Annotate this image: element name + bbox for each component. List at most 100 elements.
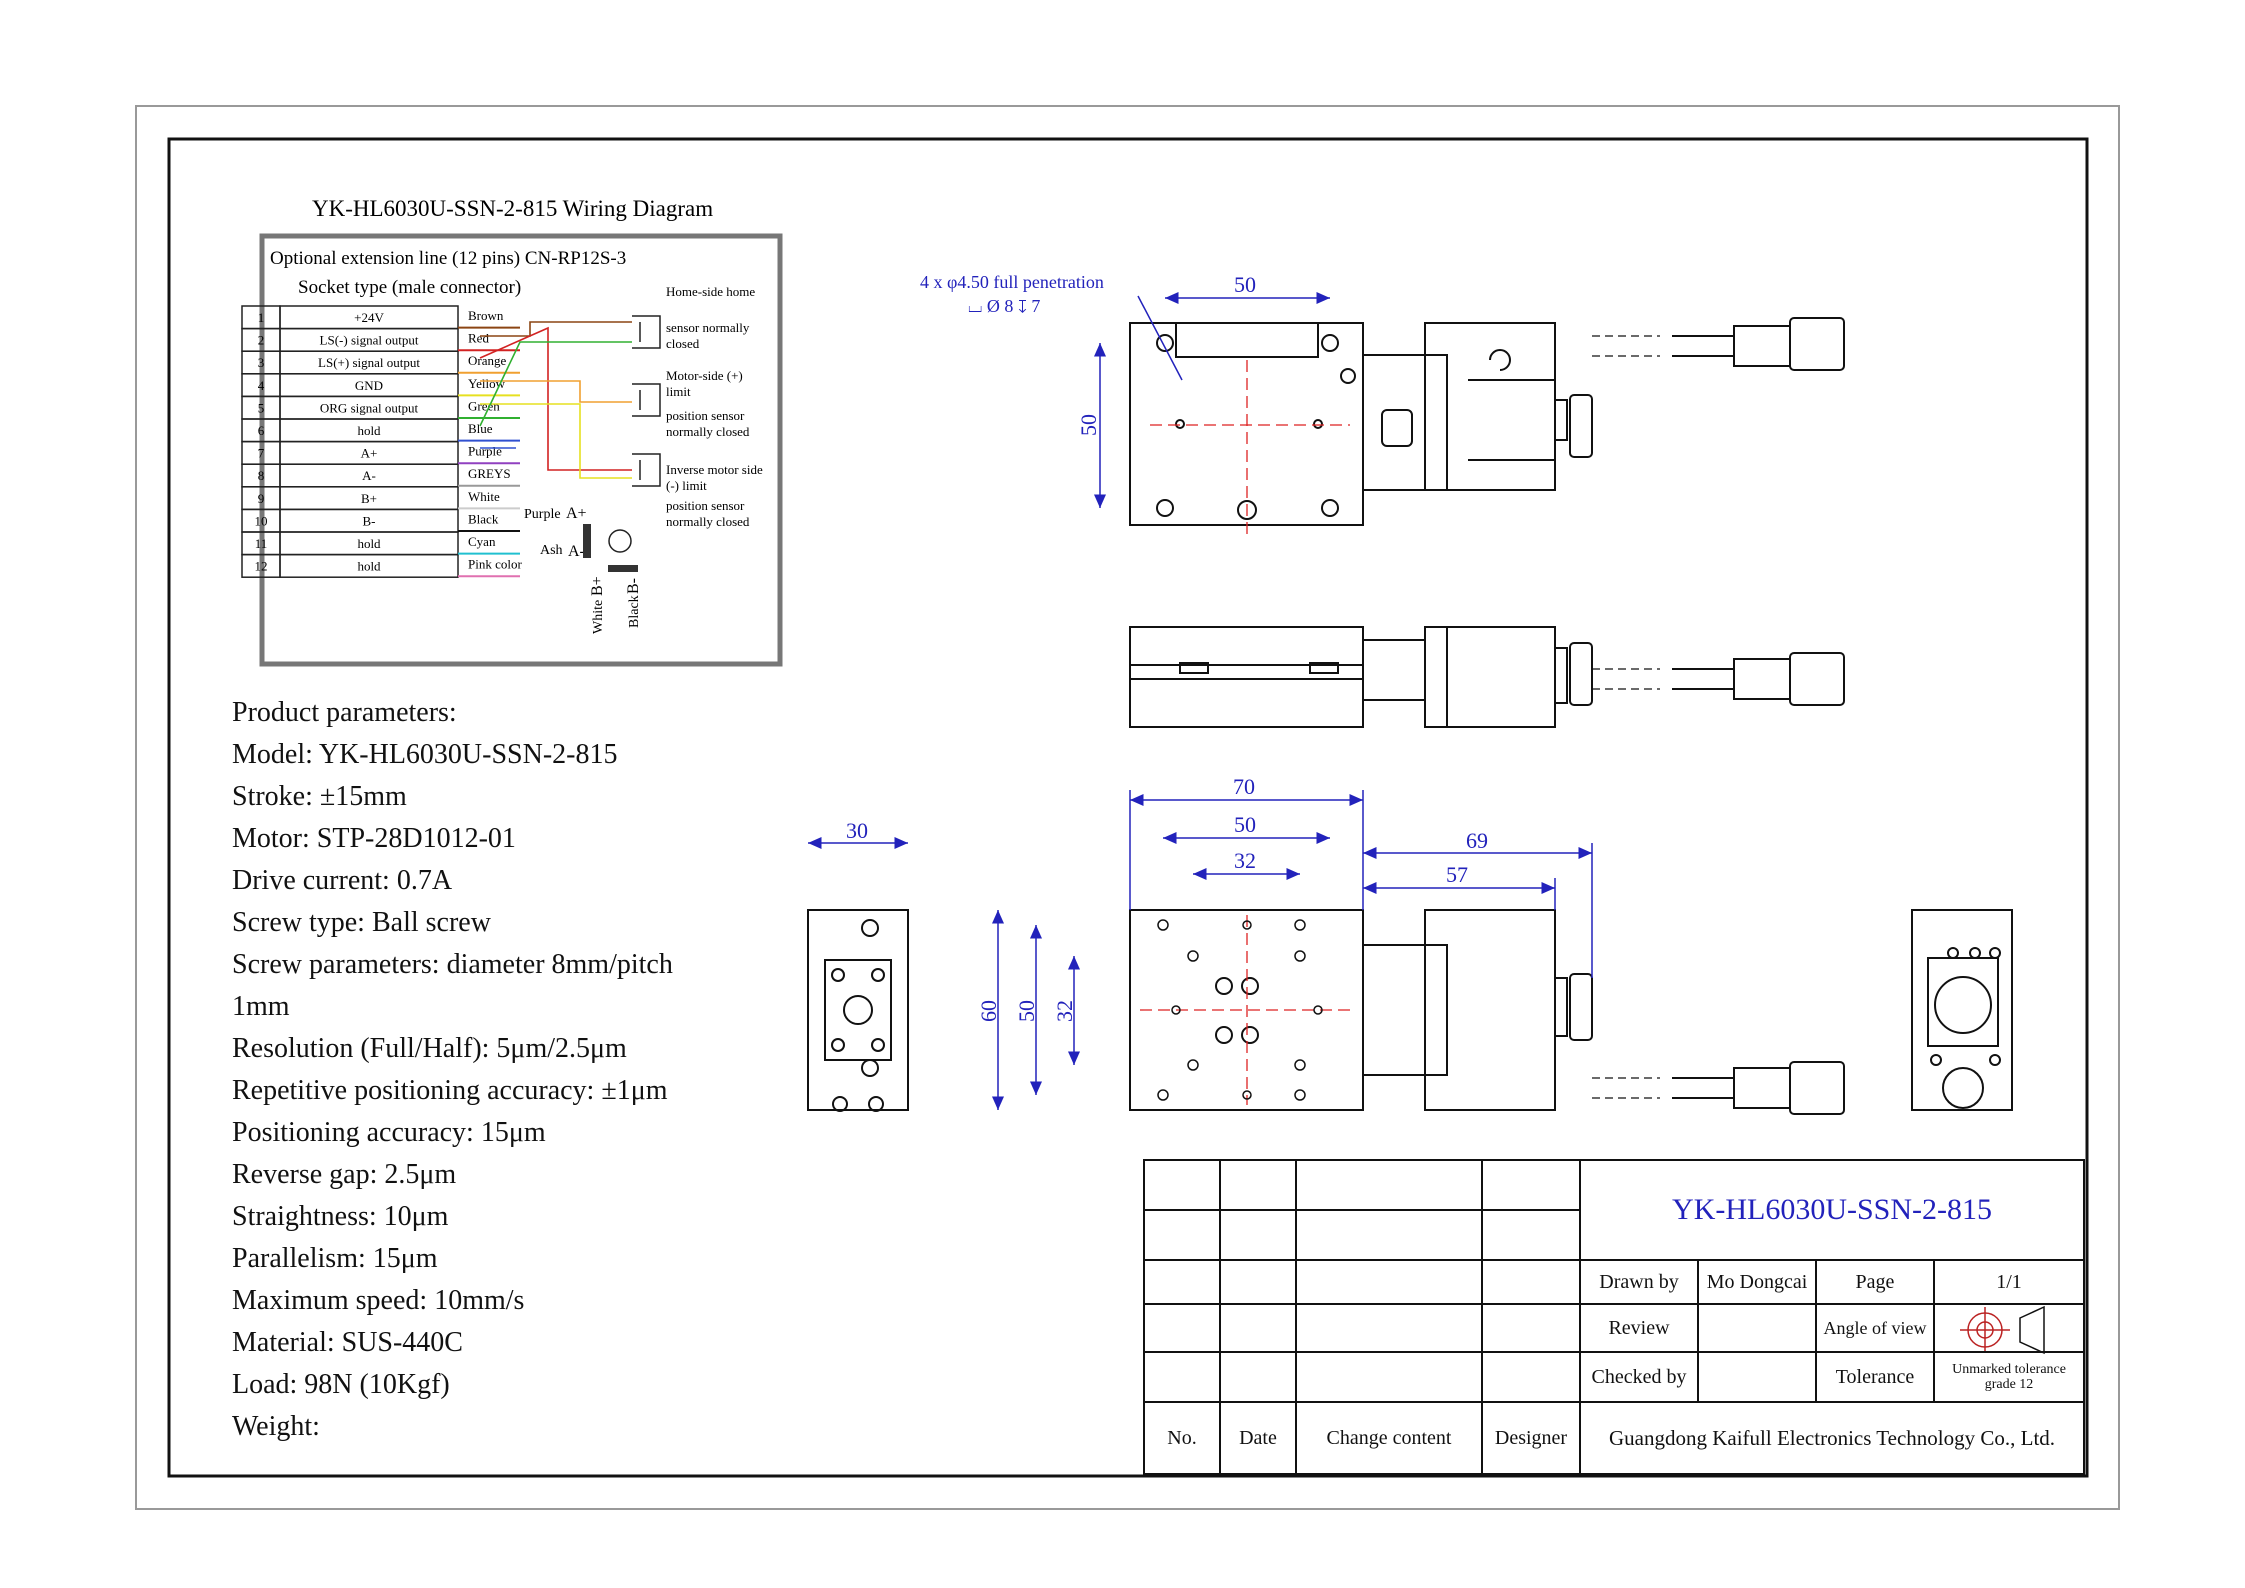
title-model: YK-HL6030U-SSN-2-815 [1578,1159,2086,1261]
sensor-neg-line3: position sensor [666,498,745,513]
right-end-view [1911,909,2013,1111]
pin-number: 8 [258,468,265,483]
pin-signal: GND [355,378,383,393]
wire-color-name: GREYS [468,466,511,481]
sensor-neg-line1: Inverse motor side [666,462,763,477]
params-heading: Product parameters: [232,697,457,728]
sensor-home-line1: Home-side home [666,284,755,299]
sensor-pos-line3: position sensor [666,408,745,423]
ash-label: Ash [540,543,563,558]
param-line: Material: SUS-440C [232,1327,463,1358]
sensor-neg-line4: normally closed [666,514,750,529]
wire-color-name: Green [468,398,500,413]
pin-signal: hold [357,559,381,574]
pin-number: 5 [258,400,265,415]
param-line: Screw parameters: diameter 8mm/pitch [232,949,673,980]
col-date: Date [1219,1401,1297,1475]
dim-50-h: 50 [1234,812,1256,837]
tolerance-value: Unmarked tolerance grade 12 [1932,1351,2086,1403]
checked-label: Checked by [1579,1351,1699,1403]
param-line: Reverse gap: 2.5μm [232,1159,457,1190]
extension-line-label: Optional extension line (12 pins) CN-RP1… [270,248,626,269]
front-dimensions [992,790,1593,1110]
wire-color-name: Yellow [468,376,506,391]
pin-signal: hold [357,423,381,438]
pin-number: 1 [258,310,265,325]
product-parameters: Product parameters: Model: YK-HL6030U-SS… [232,692,752,1448]
dim-top-height-text: 50 [1076,414,1101,436]
wire-color-name: Black [468,511,499,526]
company-name: Guangdong Kaifull Electronics Technology… [1578,1401,2086,1475]
a-minus-label: A- [568,543,585,560]
a-plus-label: A+ [566,505,587,522]
param-line: Motor: STP-28D1012-01 [232,823,516,854]
wire-color-name: Pink color [468,557,522,572]
param-line: Model: YK-HL6030U-SSN-2-815 [232,739,618,770]
pin-signal: hold [357,536,381,551]
sensor-negative-limit: Inverse motor side (-) limit position se… [632,453,763,529]
review-label: Review [1579,1303,1699,1353]
b-plus-label: B+ [589,576,606,596]
wire-route [480,321,632,337]
sensor-home-line3: closed [666,336,700,351]
wiring-title: YK-HL6030U-SSN-2-815 Wiring Diagram [312,196,713,221]
dim-57: 57 [1446,862,1468,887]
sensor-home-line2: sensor normally [666,320,750,335]
page-value: 1/1 [1932,1259,2086,1305]
sensor-pos-line2: limit [666,384,691,399]
pin-number: 2 [258,333,265,348]
param-line: Stroke: ±15mm [232,781,407,812]
connector-12pin [1942,1067,1984,1109]
param-line: 1mm [232,991,290,1022]
pin-number: 12 [255,559,268,574]
col-designer: Designer [1481,1401,1581,1475]
pin-number: 11 [255,536,268,551]
pin-number: 7 [258,446,265,461]
pin-number: 4 [258,378,265,393]
front-holes [1157,919,1323,1101]
wire-color-name: Purple [468,444,502,459]
motor-coil-symbol: Purple A+ Ash A- White B+ Black B- [524,505,642,634]
white-label: White [591,600,606,634]
mount-hole [1321,499,1339,517]
hole-spec: ⌴ Ø 8 ↧ 7 [968,296,1040,316]
dim-70: 70 [1233,774,1255,799]
sensor-home: Home-side home sensor normally closed [632,284,755,351]
param-line: Resolution (Full/Half): 5μm/2.5μm [232,1033,627,1064]
param-line: Repetitive positioning accuracy: ±1μm [232,1075,668,1106]
mount-hole [1321,334,1339,352]
sensor-pos-line1: Motor-side (+) [666,368,743,383]
hole-leader [1137,295,1183,381]
tolerance-label: Tolerance [1815,1351,1935,1403]
param-line: Parallelism: 15μm [232,1243,438,1274]
outer-frame [135,105,2120,1510]
dim-60-v: 60 [976,1000,1001,1022]
dim-top-width-text: 50 [1234,272,1256,297]
pin-signal: LS(+) signal output [318,355,420,370]
black-label: Black [627,595,642,628]
page-label: Page [1815,1259,1935,1305]
param-line: Straightness: 10μm [232,1201,449,1232]
purple-label: Purple [524,507,561,522]
param-line: Screw type: Ball screw [232,907,491,938]
wire-color-name: Brown [468,308,504,323]
sensor-neg-line2: (-) limit [666,478,707,493]
sensor-pos-line4: normally closed [666,424,750,439]
wire-route [480,403,632,479]
pin-number: 3 [258,355,265,370]
title-block: YK-HL6030U-SSN-2-815 Drawn by Mo Dongcai… [1143,1159,2086,1475]
angle-label: Angle of view [1815,1303,1935,1353]
wire-route [480,380,632,403]
col-change: Change content [1295,1401,1483,1475]
b-minus-label: B- [625,578,642,594]
dim-32-h: 32 [1234,848,1256,873]
pin-number: 9 [258,491,265,506]
front-view [1129,909,1845,1115]
motor-symbol-circle [608,529,632,553]
dim-50-v: 50 [1014,1000,1039,1022]
dim-30-text: 30 [846,818,868,843]
wire-color-name: Cyan [468,534,496,549]
top-view [1129,317,1845,540]
pin-signal: +24V [354,310,384,325]
param-line: Maximum speed: 10mm/s [232,1285,525,1316]
